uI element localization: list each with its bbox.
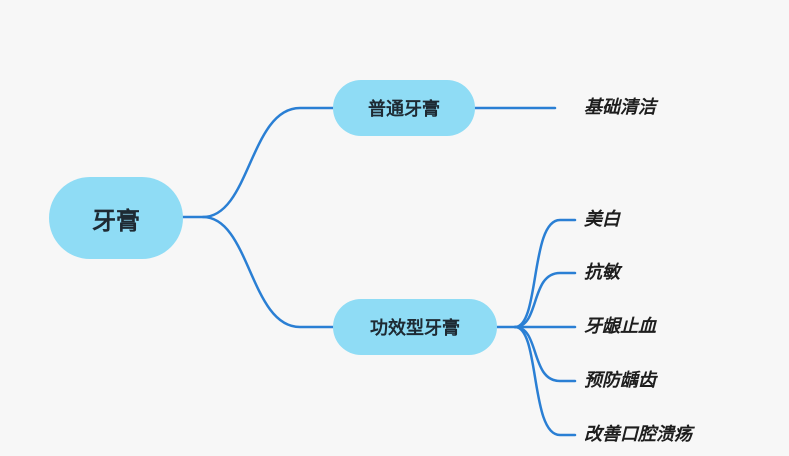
connector-root-to-branch-1 [181, 106, 335, 219]
leaf-node-gum-bleeding[interactable]: 牙龈止血 [584, 316, 656, 337]
branch-node-regular-toothpaste[interactable]: 普通牙膏 [333, 80, 475, 136]
leaf-node-mouth-ulcer-relief[interactable]: 改善口腔溃疡 [584, 424, 692, 445]
connector-branch-2-to-leaf-5 [513, 325, 577, 437]
leaf-node-cavity-prevention[interactable]: 预防龋齿 [584, 370, 656, 391]
leaf-node-basic-cleaning[interactable]: 基础清洁 [584, 97, 656, 118]
leaf-node-whitening[interactable]: 美白 [584, 209, 620, 230]
leaf-node-anti-sensitivity[interactable]: 抗敏 [584, 262, 620, 283]
connector-branch-2-to-leaf-2 [513, 271, 577, 329]
root-node[interactable]: 牙膏 [49, 177, 183, 259]
branch-node-functional-toothpaste[interactable]: 功效型牙膏 [333, 299, 497, 355]
connector-root-to-branch-2 [201, 215, 335, 329]
